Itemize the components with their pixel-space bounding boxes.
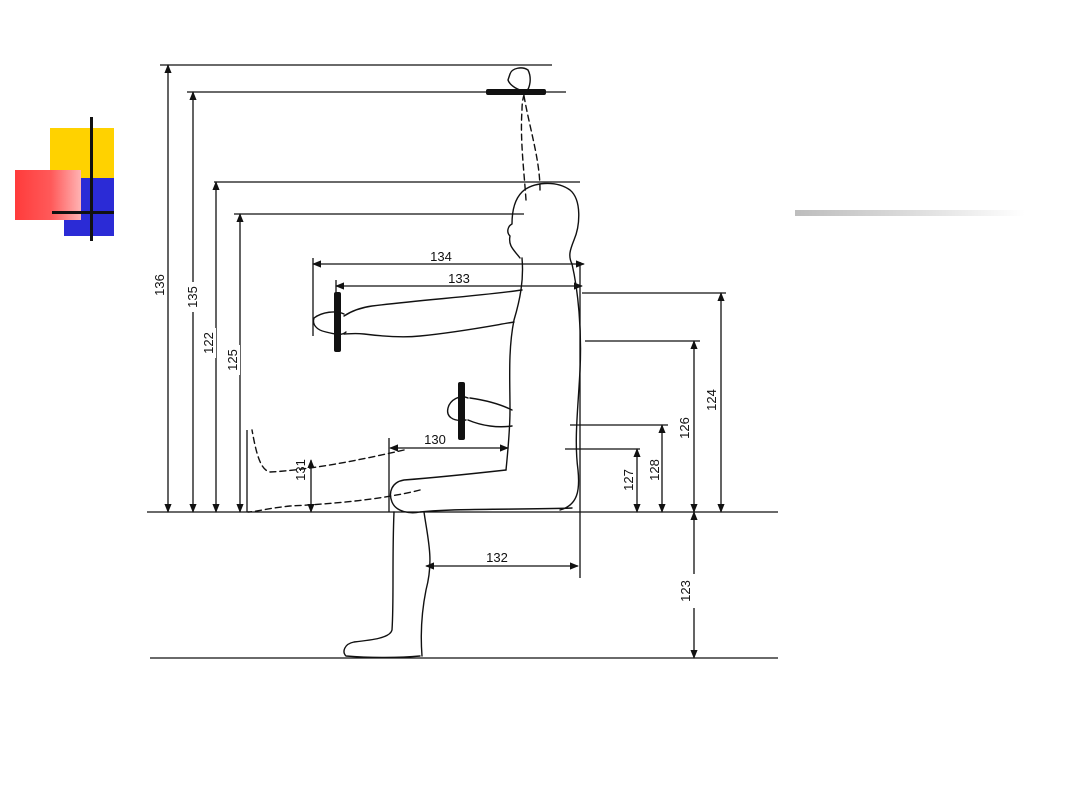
dimension-lines <box>164 64 725 659</box>
extended-leg-top <box>251 429 405 473</box>
label-133: 133 <box>448 271 470 286</box>
label-125: 125 <box>225 349 240 371</box>
title-underline-bar <box>795 210 1025 216</box>
label-127: 127 <box>621 469 636 491</box>
raised-arm-back <box>523 95 541 191</box>
lower-leg-front <box>343 511 421 659</box>
forearm-bottom <box>467 419 513 428</box>
crosshair-horizontal-line <box>52 211 114 214</box>
label-136: 136 <box>152 274 167 296</box>
extended-arm-upper <box>343 289 523 317</box>
reference-lines <box>147 64 778 659</box>
torso-back <box>559 263 582 511</box>
extended-leg-bottom <box>247 489 421 513</box>
raised-hand <box>507 67 531 93</box>
seated-human-figure <box>247 67 582 659</box>
label-135: 135 <box>185 286 200 308</box>
thigh <box>389 469 573 514</box>
low-handle <box>458 382 465 440</box>
extended-hand <box>312 311 347 335</box>
front-handle <box>334 292 341 352</box>
label-132: 132 <box>486 550 508 565</box>
slide-decoration <box>0 0 140 260</box>
label-126: 126 <box>677 417 692 439</box>
label-131: 131 <box>293 459 308 481</box>
label-123: 123 <box>678 580 693 602</box>
top-handle <box>486 89 546 95</box>
forearm-top <box>469 397 513 411</box>
label-134: 134 <box>430 249 452 264</box>
grip-handles <box>334 89 546 440</box>
label-124: 124 <box>704 389 719 411</box>
torso-front <box>505 257 524 471</box>
crosshair-vertical-line <box>90 117 93 241</box>
label-130: 130 <box>424 432 446 447</box>
lower-leg-back <box>420 511 431 657</box>
dimension-labels: 136 135 122 125 134 133 131 130 127 128 … <box>152 249 719 608</box>
label-128: 128 <box>647 459 662 481</box>
extended-arm-lower <box>343 321 515 338</box>
head-outline <box>507 182 580 265</box>
label-122: 122 <box>201 332 216 354</box>
